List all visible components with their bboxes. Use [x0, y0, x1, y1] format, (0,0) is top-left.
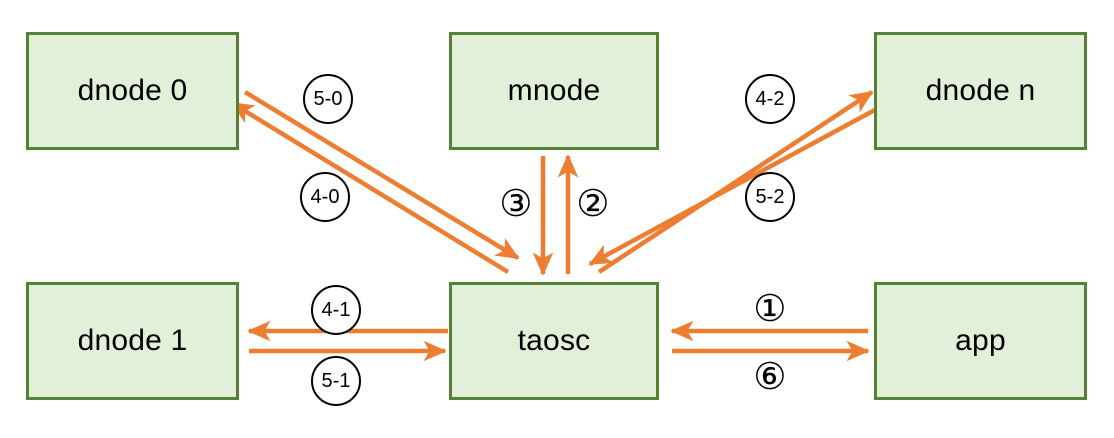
edge-label-5-0-text: 5-0: [313, 88, 343, 110]
edge-label-5-2-text: 5-2: [755, 186, 785, 208]
edge-label-4-1: 4-1: [311, 285, 361, 335]
node-mnode[interactable]: mnode: [449, 32, 659, 150]
node-mnode-label: mnode: [507, 74, 601, 107]
node-taosc[interactable]: taosc: [449, 282, 659, 400]
edge-label-4-2: 4-2: [745, 74, 795, 124]
edge-label-5-0: 5-0: [303, 74, 353, 124]
node-dnoden[interactable]: dnode n: [874, 32, 1087, 150]
edge-label-2: ②: [573, 183, 613, 223]
edge-label-5-2: 5-2: [745, 172, 795, 222]
edge-label-4-1-text: 4-1: [321, 299, 351, 321]
edge-label-3: ③: [496, 183, 536, 223]
node-dnode0-label: dnode 0: [77, 74, 188, 107]
node-taosc-label: taosc: [517, 324, 591, 357]
arrow-dnoden-to-taosc: [588, 103, 886, 266]
node-app[interactable]: app: [874, 282, 1087, 400]
node-dnoden-label: dnode n: [925, 74, 1036, 107]
edge-label-4-0: 4-0: [300, 172, 350, 222]
node-dnode1[interactable]: dnode 1: [26, 282, 239, 400]
node-app-label: app: [955, 324, 1006, 357]
edge-label-1-text: ①: [753, 286, 787, 330]
arrow-dnode0-to-taosc: [243, 90, 520, 260]
edge-label-1: ①: [750, 288, 790, 328]
node-dnode1-label: dnode 1: [77, 324, 188, 357]
edge-label-2-text: ②: [576, 181, 610, 225]
edge-label-4-2-text: 4-2: [755, 88, 785, 110]
edge-label-5-1-text: 5-1: [321, 370, 351, 392]
edge-label-4-0-text: 4-0: [310, 186, 340, 208]
arrow-taosc-to-dnoden: [597, 90, 874, 274]
edge-label-6-text: ⑥: [753, 354, 787, 398]
edge-label-3-text: ③: [499, 181, 533, 225]
edge-label-6: ⑥: [750, 356, 790, 396]
edge-label-5-1: 5-1: [311, 356, 361, 406]
arrow-taosc-to-dnode0: [230, 101, 510, 274]
node-dnode0[interactable]: dnode 0: [26, 32, 239, 150]
